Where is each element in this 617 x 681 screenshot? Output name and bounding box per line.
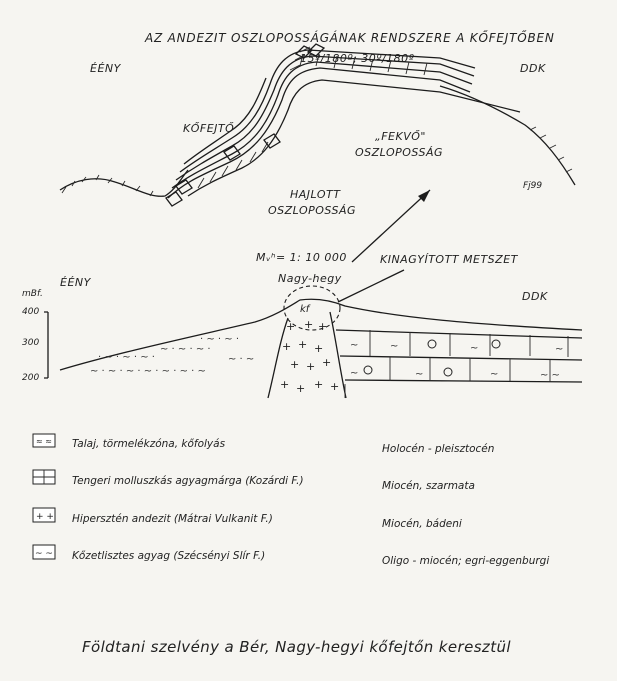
- mountain-name: Nagy-hegy: [278, 272, 342, 285]
- svg-text:+: +: [290, 358, 299, 371]
- svg-text:+: +: [286, 320, 295, 333]
- legend-clay-age: Oligo - miocén; egri-eggenburgi: [382, 555, 549, 567]
- bottom-left-direction: ÉÉNY: [60, 276, 92, 289]
- legend-andesite-age: Miocén, bádeni: [382, 518, 462, 530]
- bent-label-line2: OSZLOPOSSÁG: [268, 204, 356, 217]
- svg-text:~: ~: [470, 343, 478, 354]
- svg-text:~ · ~ · ~ ·: ~ · ~ · ~ ·: [160, 344, 211, 355]
- svg-text:~ · ~: ~ · ~: [228, 354, 254, 365]
- svg-text:+: +: [330, 380, 339, 393]
- top-left-direction: ÉÉNY: [90, 62, 122, 75]
- footwall-label-line1: „FEKVŐ": [375, 129, 426, 143]
- figure-caption: Földtani szelvény a Bér, Nagy-hegyi kőfe…: [82, 638, 511, 656]
- svg-text:+: +: [314, 378, 323, 391]
- legend-andesite-text: Hipersztén andezit (Mátrai Vulkanit F.): [72, 513, 273, 525]
- svg-text:~: ~: [350, 340, 358, 351]
- svg-text:~ ~: ~ ~: [35, 549, 53, 559]
- scale-label: Mᵥʰ= 1: 10 000: [256, 251, 347, 264]
- legend-clay-text: Kőzetlisztes agyag (Szécsényi Slír F.): [72, 550, 265, 562]
- top-title: AZ ANDEZIT OSZLOPOSSÁGÁNAK RENDSZERE A K…: [144, 30, 555, 45]
- quarry-abbr: kf: [300, 304, 311, 315]
- quarry-label: KŐFEJTŐ: [183, 121, 234, 135]
- svg-text:+: +: [306, 360, 315, 373]
- svg-text:· ~ · ~ · ~ ·: · ~ · ~ · ~ ·: [98, 352, 155, 363]
- legend-marl-text: Tengeri molluszkás agyagmárga (Kozárdi F…: [72, 475, 304, 487]
- svg-text:+: +: [298, 338, 307, 351]
- axis-tick-200: 200: [22, 373, 39, 383]
- author-signature: Fj99: [523, 181, 542, 191]
- svg-text:~ ~: ~ ~: [540, 370, 560, 381]
- top-right-direction: DDK: [520, 62, 546, 75]
- legend: ≈ ≈ Talaj, törmelékzóna, kőfolyás Holocé…: [33, 434, 549, 567]
- svg-text:+: +: [282, 340, 291, 353]
- svg-text:~: ~: [555, 344, 563, 355]
- svg-text:+: +: [318, 320, 327, 333]
- svg-text:+: +: [314, 342, 323, 355]
- svg-text:~: ~: [390, 341, 398, 352]
- svg-text:~: ~: [490, 369, 498, 380]
- axis-tick-300: 300: [22, 338, 39, 348]
- bottom-right-direction: DDK: [522, 290, 548, 303]
- svg-text:+: +: [280, 378, 289, 391]
- svg-text:+ +: + +: [36, 512, 54, 522]
- svg-text:~: ~: [415, 369, 423, 380]
- quarry-pointer-line: [338, 270, 404, 302]
- legend-soil-age: Holocén - pleisztocén: [382, 443, 494, 455]
- elevation-axis: [44, 312, 48, 378]
- svg-text:~ · ~ · ~ · ~ · ~ · ~ · ~: ~ · ~ · ~ · ~ · ~ · ~ · ~: [90, 366, 206, 377]
- svg-text:+: +: [304, 318, 313, 331]
- svg-text:~: ~: [350, 368, 358, 379]
- svg-text:≈ ≈: ≈ ≈: [36, 437, 52, 446]
- footwall-label-line2: OSZLOPOSSÁG: [355, 146, 443, 159]
- svg-text:+: +: [296, 382, 305, 395]
- axis-tick-400: 400: [22, 307, 39, 317]
- bent-label-line1: HAJLOTT: [290, 188, 341, 201]
- axis-unit: mBf.: [22, 289, 43, 299]
- svg-text:+: +: [322, 356, 331, 369]
- svg-text:· ~ · ~ ·: · ~ · ~ ·: [200, 334, 239, 345]
- legend-soil-text: Talaj, törmelékzóna, kőfolyás: [72, 438, 226, 450]
- top-topography: [60, 86, 575, 196]
- enlarged-section-arrow: [352, 190, 430, 262]
- andesite-pluses: +++ +++ +++ ++++: [280, 318, 339, 395]
- enlarged-section-label: KINAGYÍTOTT METSZET: [380, 253, 519, 266]
- legend-marl-age: Miocén, szarmata: [382, 480, 475, 492]
